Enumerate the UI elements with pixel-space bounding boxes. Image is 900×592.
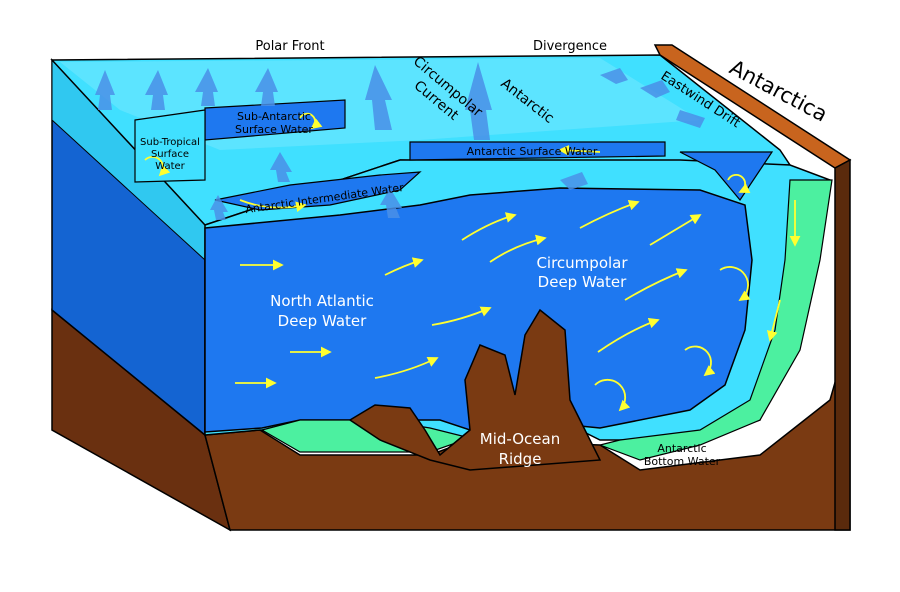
- mid-ocean-ridge-label-2: Ridge: [499, 450, 542, 468]
- sub-tropical-label-1: Sub-Tropical: [140, 137, 200, 148]
- circumpolar-deep-label-1: Circumpolar: [536, 254, 628, 272]
- eddy-circles: [144, 112, 751, 412]
- mid-ocean-ridge-label-1: Mid-Ocean: [480, 430, 560, 448]
- antarctic-bottom-label-2: Bottom Water: [644, 455, 721, 468]
- antarctic-surface-water-label: Antarctic Surface Water: [467, 145, 598, 158]
- north-atlantic-label-2: Deep Water: [278, 312, 367, 330]
- antarctic-bottom-label-1: Antarctic: [657, 442, 706, 455]
- circumpolar-deep-label-2: Deep Water: [538, 273, 627, 291]
- sub-tropical-water-box: [134, 109, 206, 183]
- sub-antarctic-label-2: Surface Water: [235, 123, 313, 136]
- antarctica-cliff: [834, 158, 851, 531]
- intermediate-water-lens: [214, 171, 422, 211]
- mid-ocean-ridge: [348, 308, 602, 471]
- antarctic-surface-water-band: [409, 141, 666, 161]
- sub-tropical-label-2: Surface: [151, 149, 189, 160]
- divergence-label: Divergence: [533, 39, 607, 54]
- polar-front-label: Polar Front: [255, 39, 324, 54]
- north-atlantic-label-1: North Atlantic: [270, 292, 374, 310]
- surface-current-arrows: [95, 62, 705, 220]
- sub-antarctic-label-1: Sub-Antarctic: [237, 110, 311, 123]
- sub-tropical-label-3: Water: [155, 161, 185, 172]
- yellow-flow-arrows: [235, 145, 801, 389]
